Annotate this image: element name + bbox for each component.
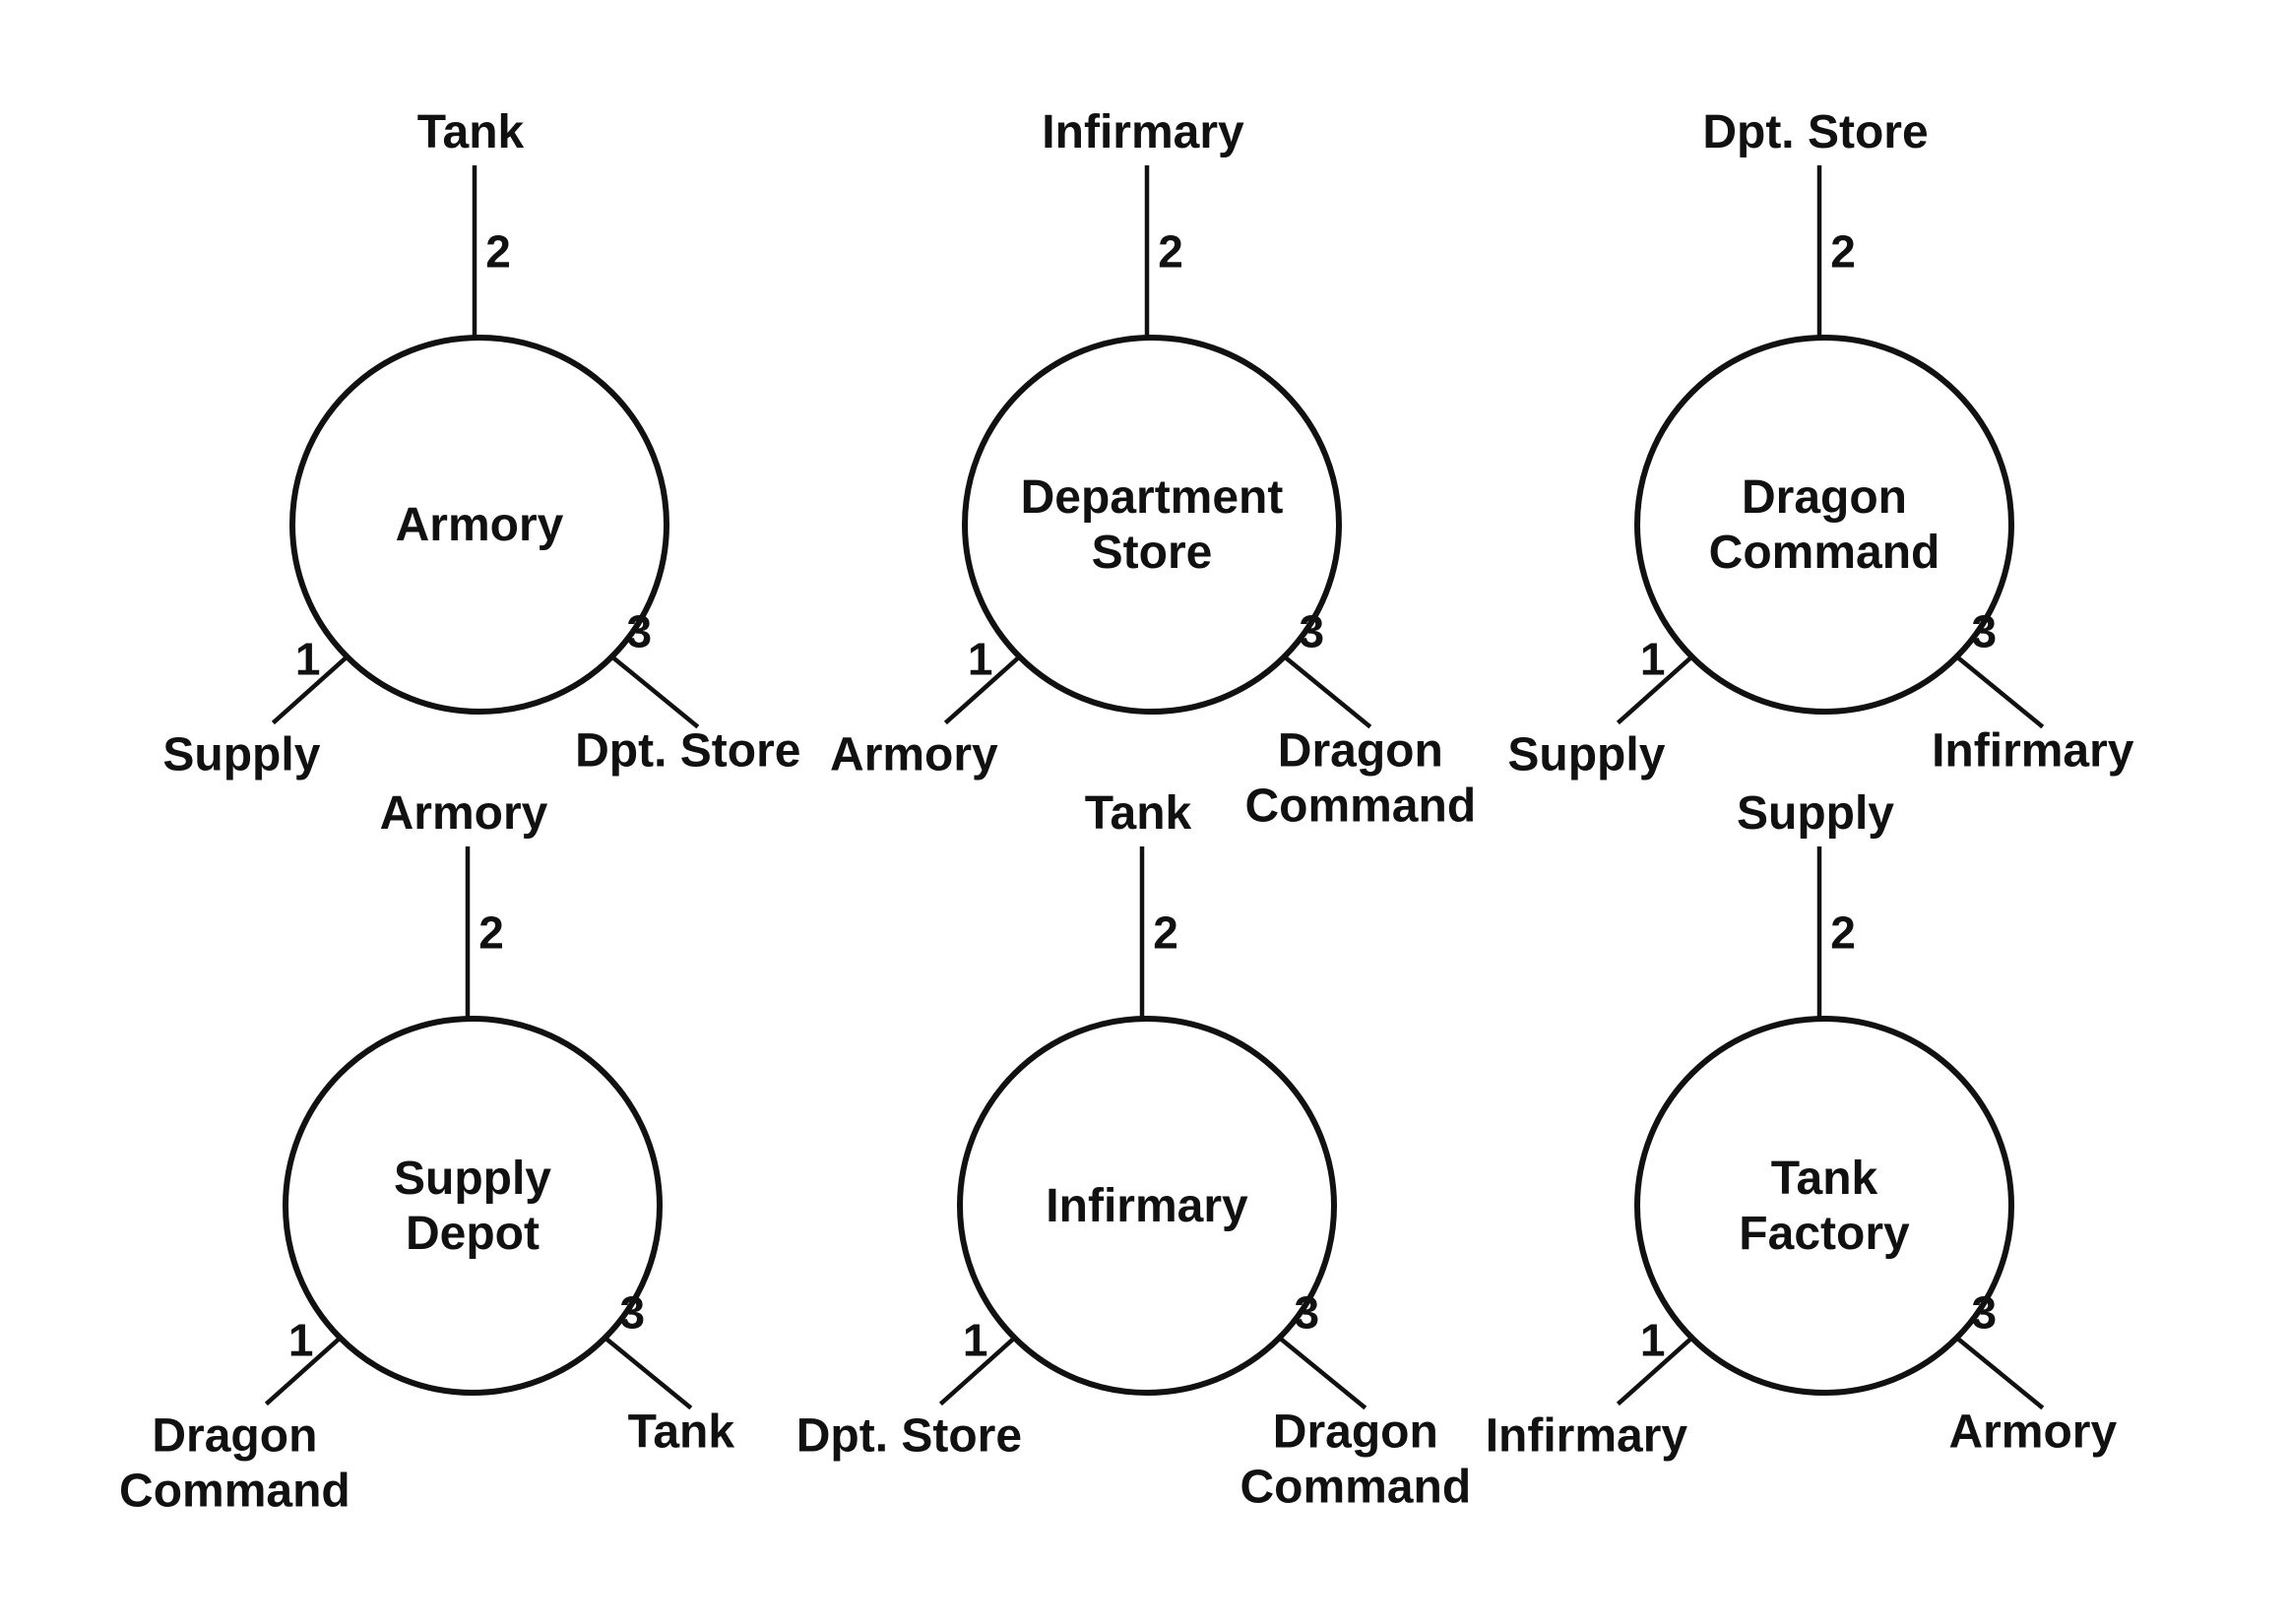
node-center-label-line: Department <box>1021 471 1284 524</box>
node-center-label: Infirmary <box>1046 1180 1248 1232</box>
spoke-label-line: Supply <box>1737 787 1894 840</box>
spoke-label-line: Command <box>119 1465 350 1517</box>
spoke-label: Tank <box>1085 787 1192 840</box>
spoke-number: 2 <box>1153 907 1178 959</box>
spoke-number: 1 <box>968 633 993 684</box>
spoke-left-line <box>938 1334 1019 1406</box>
node-center-label-line: Armory <box>396 499 564 551</box>
node-center-label-line: Dragon <box>1742 471 1907 524</box>
node-center-label-line: Supply <box>394 1153 551 1205</box>
spoke-label: Supply <box>1737 787 1894 840</box>
spoke-right-line <box>1952 653 2045 729</box>
node-center-label-line: Depot <box>406 1208 540 1260</box>
spoke-label: Infirmary <box>1486 1409 1688 1462</box>
spoke-label-line: Infirmary <box>1486 1409 1688 1462</box>
node-center-label-line: Tank <box>1771 1153 1878 1205</box>
spoke-left-line <box>264 1334 345 1406</box>
spoke-label-line: Command <box>1240 1462 1471 1514</box>
spoke-number: 2 <box>1158 226 1183 278</box>
spoke-label-line: Dragon <box>1273 1406 1438 1459</box>
spoke-label: Supply <box>162 728 320 781</box>
spoke-label-line: Supply <box>162 728 320 781</box>
spoke-label-line: Armory <box>830 728 998 781</box>
spoke-label: Infirmary <box>1932 725 2134 778</box>
node-circle <box>962 335 1342 715</box>
spoke-label-line: Tank <box>628 1406 735 1459</box>
node-circle <box>1634 335 2014 715</box>
spoke-number: 3 <box>1972 1286 1998 1338</box>
spoke-label-line: Dragon <box>152 1409 317 1462</box>
spoke-label-line: Infirmary <box>1932 725 2134 778</box>
node-center-label-line: Store <box>1092 527 1213 579</box>
spoke-label: Armory <box>1948 1406 2117 1459</box>
spoke-label: Dpt. Store <box>796 1409 1022 1462</box>
spoke-label-line: Infirmary <box>1042 106 1244 158</box>
node-center-label: Armory <box>396 499 564 551</box>
spoke-label-line: Supply <box>1507 728 1665 781</box>
spoke-label-line: Tank <box>1085 787 1192 840</box>
spoke-number: 2 <box>1830 907 1856 959</box>
spoke-label-line: Dpt. Store <box>796 1409 1022 1462</box>
spoke-left-line <box>1616 1334 1696 1406</box>
spoke-label-line: Armory <box>380 787 548 840</box>
spoke-label-line: Tank <box>417 106 525 158</box>
spoke-number: 1 <box>288 1314 314 1365</box>
node-center-label-line: Factory <box>1739 1208 1910 1260</box>
spoke-label: Dpt. Store <box>575 725 800 778</box>
spoke-number: 1 <box>1640 1314 1666 1365</box>
spoke-label: Armory <box>380 787 548 840</box>
spoke-left-line <box>271 653 351 725</box>
spoke-label-line: Command <box>1244 781 1476 833</box>
node-circle <box>957 1016 1337 1396</box>
spoke-number: 1 <box>295 633 321 684</box>
node-circle <box>289 335 669 715</box>
spoke-right-line <box>1280 653 1372 729</box>
spoke-label-line: Dragon <box>1278 725 1443 778</box>
spoke-left-line <box>1616 653 1696 725</box>
spoke-label: Supply <box>1507 728 1665 781</box>
spoke-label-line: Dpt. Store <box>575 725 800 778</box>
spoke-number: 3 <box>1972 605 1998 656</box>
spoke-right-line <box>607 653 700 729</box>
spoke-number: 1 <box>1640 633 1666 684</box>
spoke-number: 2 <box>1830 226 1856 278</box>
spoke-label: Dpt. Store <box>1702 106 1928 158</box>
spoke-right-line <box>1952 1334 2045 1410</box>
spoke-label: Tank <box>628 1406 735 1459</box>
spoke-number: 3 <box>1300 605 1325 656</box>
node-circle <box>1634 1016 2014 1396</box>
spoke-label: Infirmary <box>1042 106 1244 158</box>
node-center-label-line: Infirmary <box>1046 1180 1248 1232</box>
spoke-right-line <box>1275 1334 1367 1410</box>
spoke-left-line <box>943 653 1024 725</box>
spoke-label: Armory <box>830 728 998 781</box>
spoke-label: Tank <box>417 106 525 158</box>
spoke-number: 3 <box>620 1286 646 1338</box>
spoke-label-line: Dpt. Store <box>1702 106 1928 158</box>
node-circle <box>283 1016 663 1396</box>
spoke-number: 2 <box>478 907 504 959</box>
spoke-number: 2 <box>485 226 511 278</box>
spoke-number: 3 <box>627 605 653 656</box>
spoke-number: 3 <box>1295 1286 1320 1338</box>
spoke-label-line: Armory <box>1948 1406 2117 1459</box>
spoke-number: 1 <box>963 1314 988 1365</box>
spoke-right-line <box>601 1334 693 1410</box>
node-center-label-line: Command <box>1709 527 1940 579</box>
